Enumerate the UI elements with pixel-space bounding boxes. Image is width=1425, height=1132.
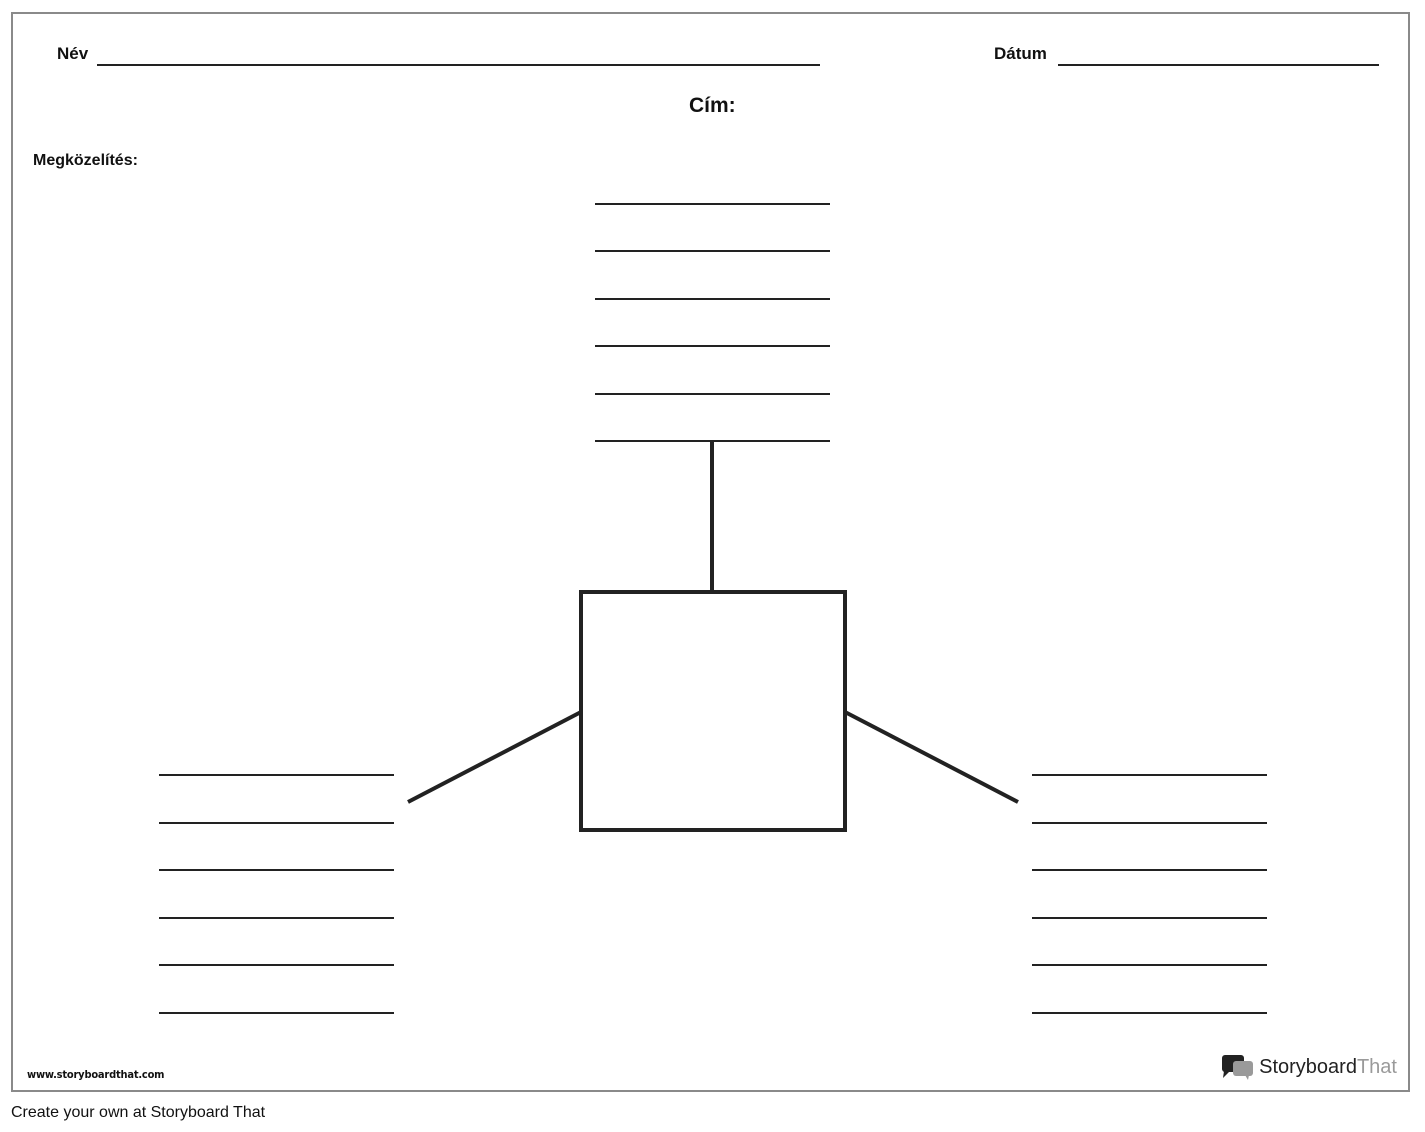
date-line[interactable] bbox=[1058, 64, 1379, 66]
brand-accent: That bbox=[1356, 1055, 1397, 1078]
right-connector bbox=[844, 710, 1019, 804]
site-url[interactable]: www.storyboardthat.com bbox=[27, 1068, 165, 1081]
name-line[interactable] bbox=[97, 64, 820, 66]
brand-logo[interactable]: StoryboardThat bbox=[1221, 1054, 1397, 1080]
approach-label: Megközelítés: bbox=[33, 152, 138, 169]
center-box[interactable] bbox=[579, 590, 847, 832]
top-lines bbox=[595, 203, 830, 442]
right-lines bbox=[1032, 774, 1267, 1014]
date-label: Dátum bbox=[994, 44, 1047, 63]
brand-main: Storyboard bbox=[1259, 1055, 1357, 1078]
left-connector bbox=[407, 710, 582, 804]
footer-text[interactable]: Create your own at Storyboard That bbox=[11, 1104, 266, 1121]
left-lines bbox=[159, 774, 394, 1014]
brand-name: StoryboardThat bbox=[1259, 1056, 1397, 1079]
name-label: Név bbox=[57, 44, 89, 63]
title-label: Cím: bbox=[689, 94, 736, 117]
speech-bubbles-icon bbox=[1222, 1055, 1254, 1080]
